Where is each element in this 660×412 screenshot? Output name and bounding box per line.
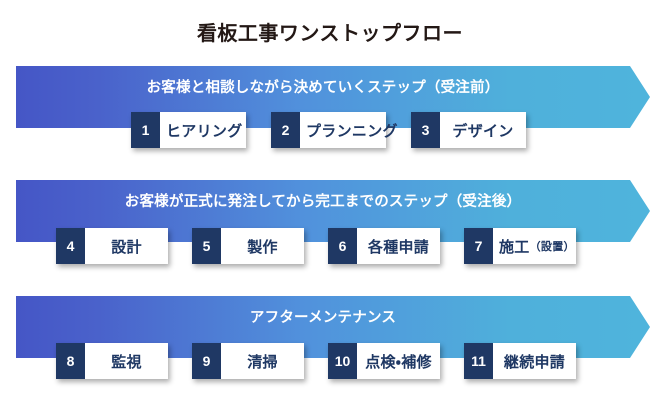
step-number-6: 6 (328, 228, 357, 264)
step-label-2: プランニング (306, 122, 398, 140)
step-label-5: 製作 (247, 238, 278, 256)
step-row-post-order: 4 設計 5 製作 6 各種申請 7 施工（設置） (56, 228, 576, 264)
step-label-7: 施工（設置） (493, 228, 581, 264)
step-number-9: 9 (192, 343, 221, 379)
step-card-2[interactable]: 2 プランニング (271, 112, 398, 148)
page-title: 看板工事ワンストップフロー (196, 23, 464, 45)
step-label-1: ヒアリング (166, 122, 243, 140)
step-number-8: 8 (56, 343, 85, 379)
step-label-3: デザイン (452, 122, 514, 140)
step-card-8[interactable]: 8 監視 (56, 343, 168, 379)
step-card-9[interactable]: 9 清掃 (192, 343, 304, 379)
step-label-8: 監視 (111, 353, 142, 371)
step-card-1[interactable]: 1 ヒアリング (131, 112, 246, 148)
step-number-4: 4 (56, 228, 85, 264)
step-label-7-sub: （設置） (529, 241, 575, 253)
step-label-6: 各種申請 (367, 238, 430, 256)
step-card-11[interactable]: 11 継続申請 (464, 343, 576, 379)
step-label-4: 設計 (111, 238, 142, 256)
step-card-6[interactable]: 6 各種申請 (328, 228, 440, 264)
step-number-10: 10 (328, 343, 357, 379)
step-row-pre-order: 1 ヒアリング 2 プランニング 3 デザイン (131, 112, 526, 148)
step-card-7[interactable]: 7 施工（設置） (464, 228, 576, 264)
step-number-1: 1 (131, 112, 160, 148)
step-label-7-main: 施工 (499, 238, 530, 256)
step-number-7: 7 (464, 228, 493, 264)
step-label-10: 点検・補修 (365, 353, 432, 371)
step-card-10[interactable]: 10 点検・補修 (328, 343, 440, 379)
step-number-5: 5 (192, 228, 221, 264)
step-number-3: 3 (411, 112, 440, 148)
step-label-9: 清掃 (247, 353, 278, 371)
step-number-11: 11 (464, 343, 493, 379)
step-card-3[interactable]: 3 デザイン (411, 112, 526, 148)
step-row-after-maintenance: 8 監視 9 清掃 10 点検・補修 11 継続申請 (56, 343, 576, 379)
step-card-4[interactable]: 4 設計 (56, 228, 168, 264)
band-label-pre-order: お客様と相談しながら決めていくステップ（受注前） (146, 80, 500, 96)
step-card-5[interactable]: 5 製作 (192, 228, 304, 264)
band-label-post-order: お客様が正式に発注してから完工までのステップ（受注後） (124, 194, 522, 210)
step-number-2: 2 (271, 112, 300, 148)
band-label-after-maintenance: アフターメンテナンス (249, 310, 397, 326)
step-label-11: 継続申請 (503, 353, 566, 371)
